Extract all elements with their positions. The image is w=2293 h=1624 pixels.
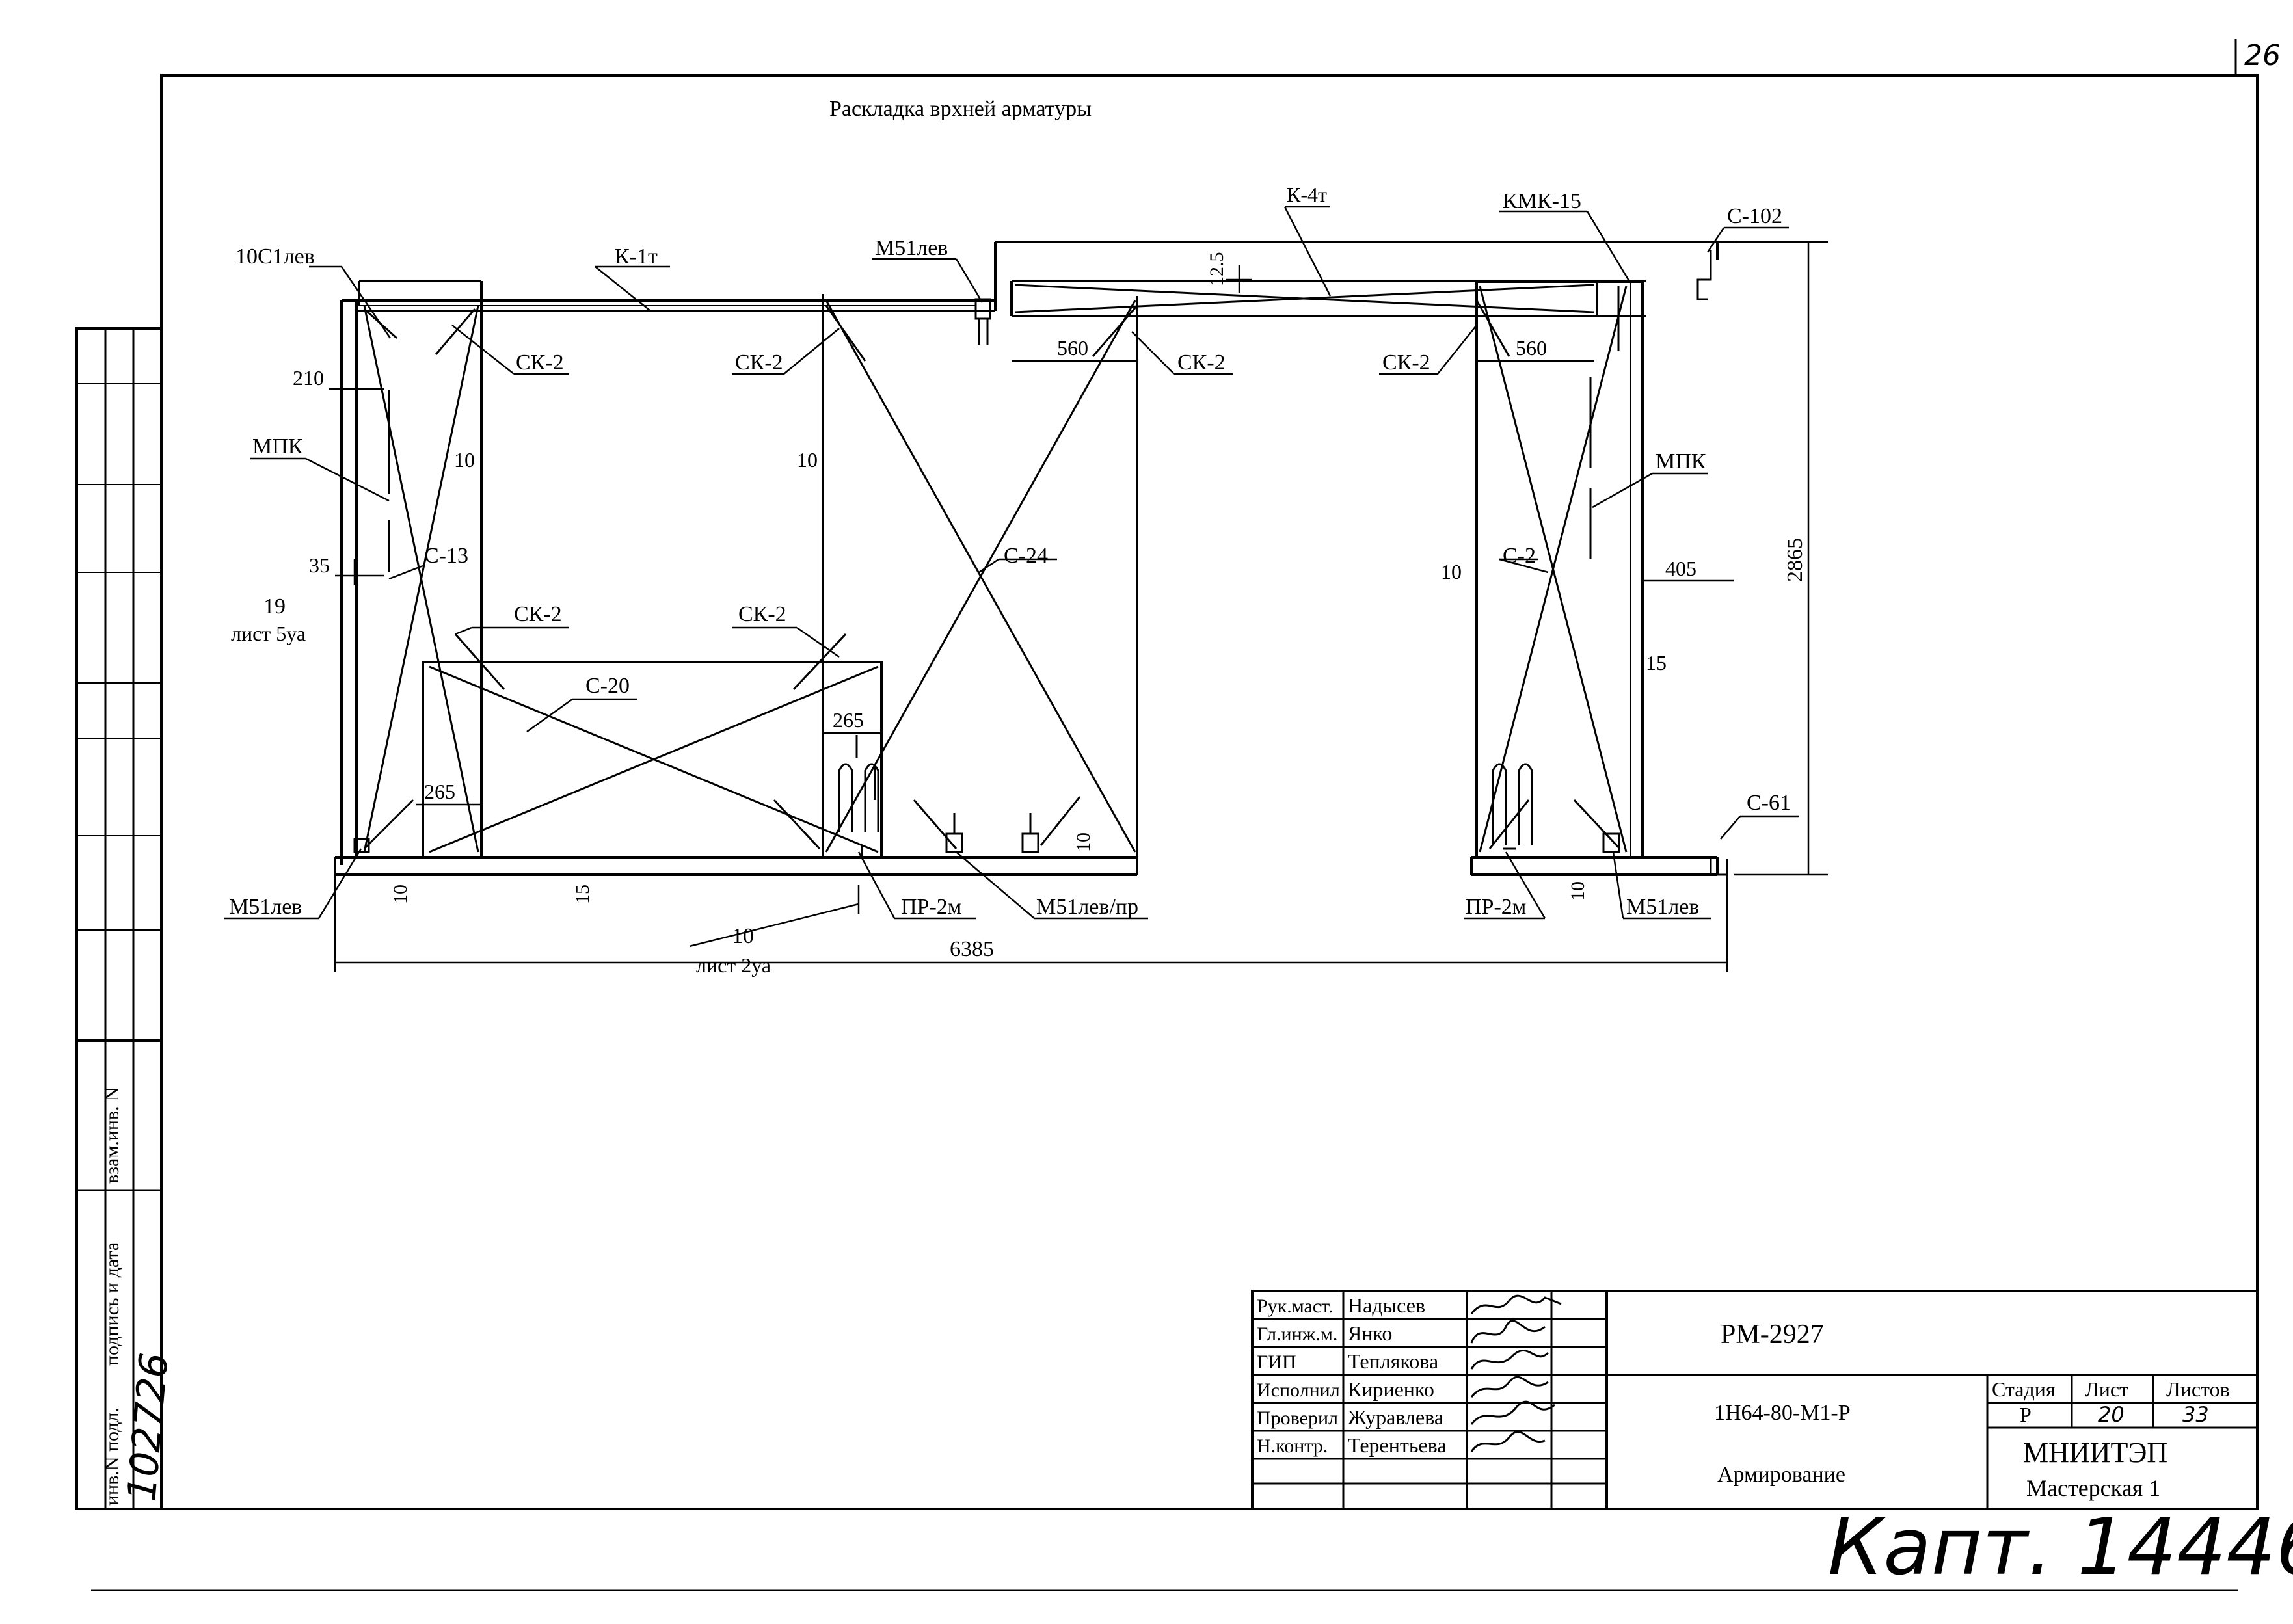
tb-role-3: Исполнил <box>1257 1379 1340 1401</box>
tb-department: Мастерская 1 <box>2026 1475 2160 1501</box>
label-ck2-d: СК-2 <box>1382 351 1430 375</box>
label-m51levpr: М51лев/пр <box>1036 895 1138 919</box>
leader-lines <box>224 206 1799 948</box>
label-ck2-f: СК-2 <box>738 602 786 626</box>
dim-35: 35 <box>309 553 330 577</box>
label-c20: С-20 <box>585 674 630 698</box>
tb-role-2: ГИП <box>1257 1351 1296 1373</box>
tb-name-5: Терентьева <box>1348 1433 1447 1457</box>
label-c24: С-24 <box>1004 544 1048 568</box>
label-pr2m-a: ПР-2м <box>901 895 961 919</box>
tb-sheets-value: 33 <box>2182 1402 2209 1427</box>
tb-sheets-header: Листов <box>2166 1378 2230 1401</box>
dim-6385: 6385 <box>950 937 994 961</box>
tb-sheet-header: Лист <box>2085 1378 2128 1401</box>
tb-project-code: РМ-2927 <box>1721 1320 1824 1350</box>
title-block <box>1251 1290 2259 1510</box>
label-c102: С-102 <box>1727 204 1782 228</box>
tb-name-3: Кириенко <box>1348 1378 1434 1401</box>
label-mpk-right: МПК <box>1656 449 1706 473</box>
label-ck2-b: СК-2 <box>735 351 783 375</box>
drawing-title: Раскладка врхней арматуры <box>829 97 1092 121</box>
tb-stage-header: Стадия <box>1992 1378 2056 1401</box>
tb-role-5: Н.контр. <box>1257 1435 1328 1457</box>
tb-organization: МНИИТЭП <box>2023 1437 2167 1469</box>
tb-name-2: Теплякова <box>1348 1350 1438 1373</box>
dim-10-a: 10 <box>454 448 475 472</box>
side-stamp <box>75 327 163 1510</box>
label-m51lev-bottom-left: М51лев <box>229 895 302 919</box>
dimension-lines <box>329 241 1828 972</box>
dim-10-bottom-a: 10 <box>390 885 411 904</box>
dim-560-b: 560 <box>1516 336 1547 360</box>
label-m51lev-bottom-right: М51лев <box>1626 895 1699 919</box>
dim-210: 210 <box>293 366 324 390</box>
dim-15-right: 15 <box>1646 651 1667 674</box>
label-kmk15: КМК-15 <box>1503 189 1581 213</box>
dim-10-c: 10 <box>1441 560 1462 583</box>
dim-560-a: 560 <box>1057 336 1088 360</box>
label-ck2-c: СК-2 <box>1177 351 1226 375</box>
tb-role-1: Гл.инж.м. <box>1257 1324 1337 1345</box>
dim-15-bottom: 15 <box>572 885 593 904</box>
tb-sheet-value: 20 <box>2098 1402 2125 1427</box>
tb-name-4: Журавлева <box>1348 1405 1443 1429</box>
label-ck2-a: СК-2 <box>516 351 564 375</box>
stamp-inventory-handwritten: 102726 <box>119 1351 178 1503</box>
label-c61: С-61 <box>1747 791 1791 815</box>
dimension-values: 210 35 10 10 10 265 265 560 560 12.5 405… <box>293 252 1807 962</box>
stamp-vzam-inv: взам.инв. N <box>101 1087 123 1184</box>
stamp-signature-date: подпись и дата <box>101 1242 123 1366</box>
label-ref-10: 10 <box>732 924 754 948</box>
dim-10-b: 10 <box>797 448 818 472</box>
embedded-profiles <box>1696 250 1728 876</box>
label-ref-2ya: лист 2уа <box>696 953 771 977</box>
label-c2: С-2 <box>1503 544 1536 568</box>
dim-265-a: 265 <box>424 780 455 803</box>
stamp-inv-podl: инв.N подл. <box>101 1407 123 1506</box>
dim-10-bottom-b: 10 <box>1073 832 1094 852</box>
corner-number: 26 <box>2244 39 2281 72</box>
reinforcement-meshes <box>363 284 1628 853</box>
label-pr2m-b: ПР-2м <box>1466 895 1526 919</box>
label-10c1lev: 10С1лев <box>235 245 315 269</box>
label-k4t: К-4т <box>1287 183 1327 206</box>
tb-name-1: Янко <box>1348 1322 1392 1345</box>
rebar-labels: 10С1лев К-1т М51лев К-4т КМК-15 С-102 СК… <box>229 183 1791 977</box>
dim-405: 405 <box>1665 557 1696 580</box>
tb-document-title: Армирование <box>1717 1463 1845 1487</box>
label-ref-5ya: лист 5уа <box>231 622 306 645</box>
dim-12-5: 12.5 <box>1206 252 1227 287</box>
tb-stage-value: Р <box>2020 1403 2032 1426</box>
dim-265-b: 265 <box>833 708 864 732</box>
catalog-stamp: Капт. 14446 <box>1828 1502 2293 1593</box>
label-m51lev-top: М51лев <box>875 236 948 260</box>
tb-name-0: Надысев <box>1348 1294 1425 1317</box>
signatures <box>1470 1294 1562 1452</box>
lifting-loops <box>353 298 1620 859</box>
label-mpk-left: МПК <box>252 434 303 459</box>
label-ck2-e: СК-2 <box>514 602 562 626</box>
dim-2865: 2865 <box>1783 538 1807 582</box>
sheet-frame <box>91 39 2259 1591</box>
wall-outline <box>334 241 1734 876</box>
label-k1t: К-1т <box>615 245 658 269</box>
label-c13: С-13 <box>424 544 468 568</box>
tb-role-0: Рук.маст. <box>1257 1296 1334 1317</box>
tb-role-4: Проверил <box>1257 1407 1338 1429</box>
label-ref-19: 19 <box>263 594 286 619</box>
tb-document-code: 1Н64-80-М1-Р <box>1714 1401 1851 1425</box>
dim-10-bottom-c: 10 <box>1567 881 1589 901</box>
